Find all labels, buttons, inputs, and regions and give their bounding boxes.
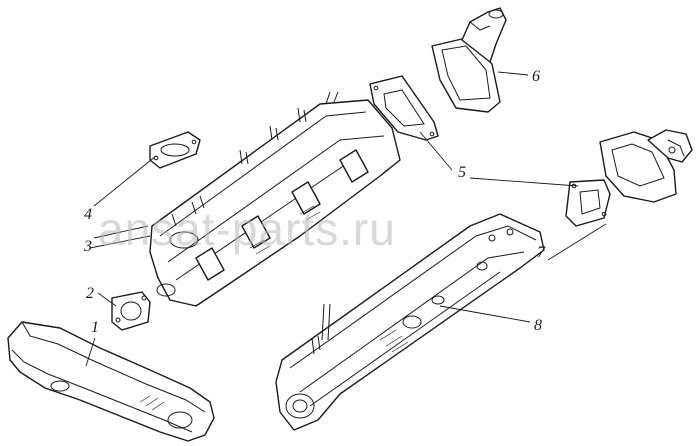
part-8-right-exhaust-manifold: [275, 213, 545, 431]
callout-3: 3: [83, 238, 92, 255]
part-1-exhaust-pipe: [7, 321, 215, 442]
leader-lines: [85, 71, 607, 367]
part-6-elbow-pipe: [431, 7, 507, 113]
part-5-gasket-lower: [565, 179, 611, 227]
callout-6: 6: [532, 68, 540, 85]
watermark: ansat-parts.ru: [98, 203, 396, 255]
callout-1: 1: [91, 319, 99, 336]
left-exhaust-manifold: [149, 91, 401, 307]
callout-8: 8: [534, 317, 542, 334]
callout-7: 7: [537, 244, 546, 261]
part-5-gasket-upper: [369, 75, 439, 141]
callout-2: 2: [86, 285, 94, 302]
callout-4: 4: [84, 206, 92, 223]
part-4-gasket: [149, 131, 201, 169]
part-2-gasket: [111, 291, 151, 331]
callout-5: 5: [458, 164, 466, 181]
part-7-elbow-pipe: [599, 129, 693, 203]
